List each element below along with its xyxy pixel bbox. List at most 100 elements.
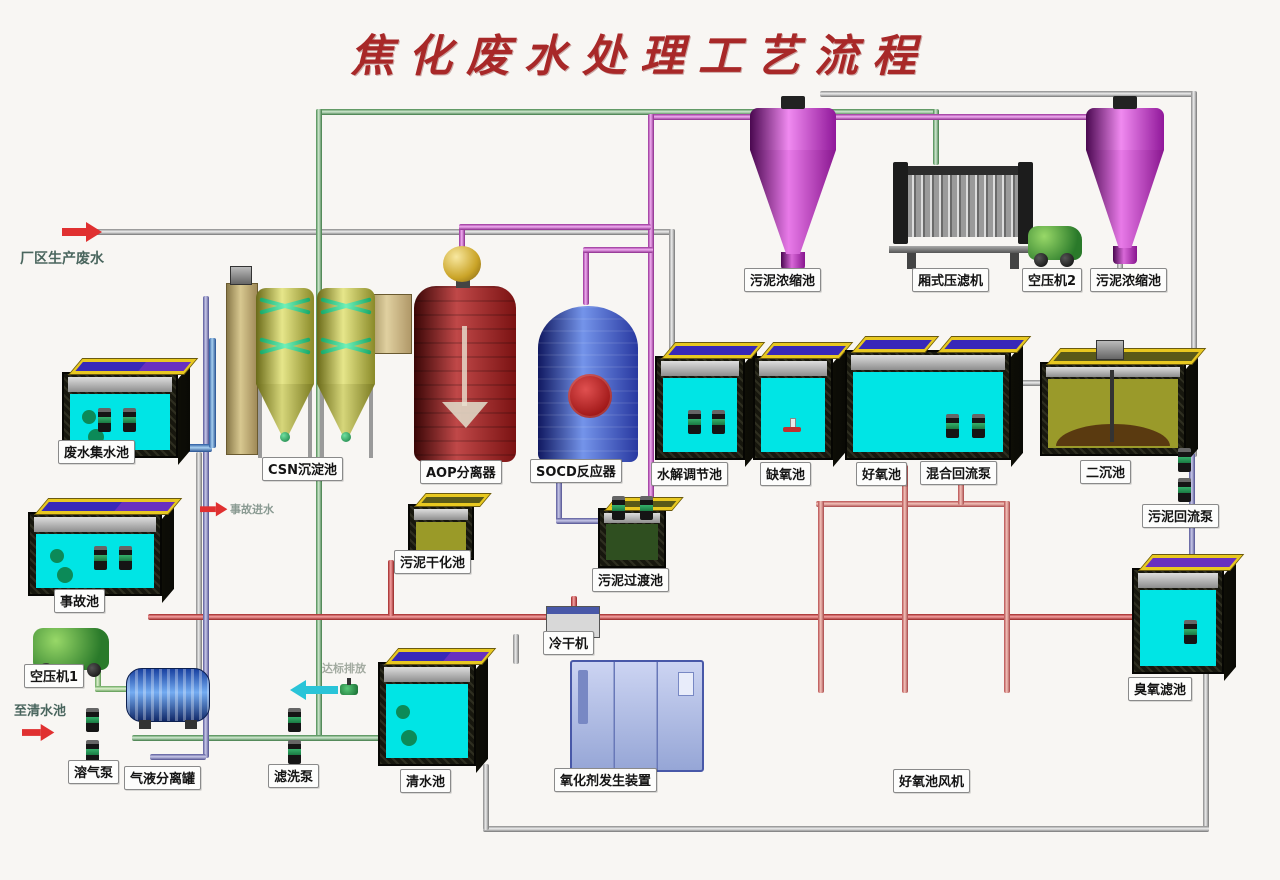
pump-icon bbox=[94, 546, 107, 570]
pipe-mag bbox=[648, 114, 1130, 120]
tank-deck bbox=[1138, 554, 1245, 571]
tank-deck bbox=[34, 498, 183, 515]
pipe-green bbox=[132, 735, 384, 741]
csn-clarifier bbox=[256, 288, 314, 442]
label-clean-water-tank: 清水池 bbox=[400, 769, 452, 793]
sludge-transfer-tank bbox=[598, 497, 684, 568]
pipe-red bbox=[388, 560, 394, 616]
tank-front bbox=[845, 350, 1011, 460]
pump-icon bbox=[1178, 448, 1191, 472]
pipe-salmon bbox=[818, 501, 824, 693]
tank-side bbox=[178, 364, 190, 465]
hydrolysis-tank bbox=[655, 342, 766, 467]
pipe-gray bbox=[483, 826, 1209, 832]
label-hydrolysis-tank: 水解调节池 bbox=[651, 462, 729, 486]
csn-feed-tower bbox=[226, 283, 258, 455]
tank-front bbox=[598, 508, 666, 568]
label-socd-reactor: SOCD反应器 bbox=[530, 459, 622, 483]
pump-icon bbox=[972, 414, 985, 438]
tank-deck bbox=[414, 493, 492, 507]
pipe-purp bbox=[150, 754, 206, 760]
label-sludge-thickener-left: 污泥浓缩池 bbox=[744, 268, 822, 292]
tank-side bbox=[833, 348, 845, 467]
pipe-gray bbox=[1117, 258, 1123, 274]
tank-side bbox=[1186, 354, 1198, 463]
socd-reactor-vessel bbox=[538, 306, 638, 462]
cone-valve-icon bbox=[280, 432, 290, 442]
clarifier-drive-motor bbox=[1096, 340, 1124, 360]
to-clean-water-arrow-icon bbox=[22, 724, 55, 741]
pipe-salmon bbox=[1004, 501, 1010, 693]
label-air-compressor-1: 空压机1 bbox=[24, 664, 85, 688]
pipe-gray bbox=[513, 634, 519, 664]
csn-clarifier bbox=[317, 288, 375, 442]
tank-deck bbox=[68, 358, 199, 375]
csn-tower-motor bbox=[230, 266, 252, 285]
pipe-mag bbox=[583, 249, 589, 305]
label-aerobic-tank: 好氧池 bbox=[856, 462, 908, 486]
pipe-blue bbox=[209, 338, 216, 448]
pump-icon bbox=[288, 740, 301, 764]
pipe-purp bbox=[556, 458, 562, 522]
pipe-gray bbox=[483, 764, 489, 830]
label-sludge-return-pump: 污泥回流泵 bbox=[1142, 504, 1220, 528]
tank-deck bbox=[851, 336, 940, 353]
pump-icon bbox=[98, 408, 111, 432]
pump-icon bbox=[119, 546, 132, 570]
air-compressor-2-machine bbox=[1028, 226, 1082, 267]
tank-front bbox=[1132, 568, 1224, 674]
aop-internal-pipe bbox=[462, 326, 467, 406]
pipe-mag bbox=[459, 226, 465, 254]
pipe-lgreen bbox=[95, 686, 133, 692]
tank-deck bbox=[384, 648, 497, 665]
pump-icon bbox=[1184, 620, 1197, 644]
pipe-gray bbox=[95, 229, 675, 235]
pipe-gray bbox=[669, 229, 675, 355]
pipe-gray bbox=[196, 452, 202, 706]
secondary-clarifier-tank bbox=[1040, 340, 1207, 463]
label-air-compressor-2: 空压机2 bbox=[1022, 268, 1083, 292]
label-gas-liquid-separator: 气液分离罐 bbox=[124, 766, 202, 790]
pipe-green bbox=[316, 109, 322, 741]
influent-arrow-icon bbox=[62, 222, 102, 242]
tank-deck bbox=[661, 342, 766, 359]
sludge-thickener bbox=[1086, 96, 1164, 264]
aop-separator-vessel bbox=[414, 286, 516, 462]
tank-side bbox=[1224, 560, 1236, 681]
pump-icon bbox=[86, 740, 99, 764]
tank-front bbox=[378, 662, 476, 766]
aerobic-tank bbox=[845, 336, 1032, 467]
mixer-icon bbox=[783, 418, 801, 434]
aop-gold-dome bbox=[443, 246, 481, 282]
pump-icon bbox=[688, 410, 701, 434]
thickener-top-fitting bbox=[781, 96, 805, 109]
gas-liquid-separator-drum bbox=[126, 668, 210, 729]
tank-front bbox=[1040, 362, 1186, 456]
pipe-salmon bbox=[958, 465, 964, 505]
pipe-gray bbox=[820, 91, 1196, 97]
pipe-mag bbox=[583, 247, 653, 253]
pipe-green bbox=[316, 109, 936, 115]
pipe-mag bbox=[459, 224, 651, 230]
tank-side bbox=[476, 654, 488, 773]
aerobic-blower-unit bbox=[798, 686, 886, 764]
ozone-filter-tank bbox=[1132, 554, 1245, 681]
label-cold-dryer: 冷干机 bbox=[543, 631, 595, 655]
pipe-blue bbox=[168, 444, 212, 452]
page-title: 焦化废水处理工艺流程 bbox=[350, 31, 930, 82]
to-clean-water-text: 至清水池 bbox=[14, 704, 67, 719]
label-sludge-thickener-right: 污泥浓缩池 bbox=[1090, 268, 1168, 292]
aerobic-blower-unit bbox=[1000, 686, 1088, 764]
waste-collection-tank bbox=[62, 358, 199, 465]
label-sludge-transfer-tank: 污泥过渡池 bbox=[592, 568, 670, 592]
label-aop-separator: AOP分离器 bbox=[420, 460, 502, 484]
pipe-gray bbox=[1191, 91, 1197, 457]
tank-deck bbox=[1046, 348, 1207, 365]
pipe-green bbox=[933, 109, 939, 165]
label-filter-wash-pump: 滤洗泵 bbox=[268, 764, 320, 788]
pipe-mag bbox=[648, 114, 654, 508]
pipe-red bbox=[148, 614, 1194, 620]
tank-front bbox=[753, 356, 833, 460]
pipe-purp bbox=[203, 296, 209, 758]
